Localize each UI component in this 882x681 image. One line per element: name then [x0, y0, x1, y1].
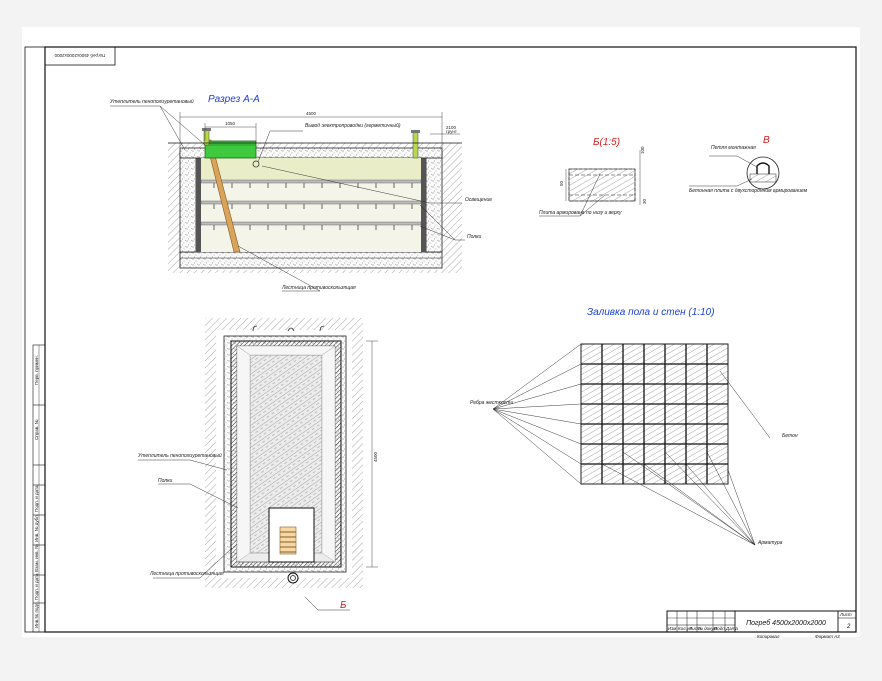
left-wall-insulation: [179, 151, 197, 253]
side-strip-7: Перв. примен.: [34, 355, 39, 385]
shelves-section: [200, 179, 422, 230]
side-strip-3: Взам. инв. №: [34, 544, 39, 572]
top-stamp-text: Погреб 4500х2000х2000: [54, 53, 105, 58]
hatch-cover: [204, 140, 257, 159]
tb-col-1: Изм.: [668, 626, 678, 631]
side-strip-5: Подп. и дата: [34, 485, 39, 512]
plan-insulation-label: Утеплитель пенополиуретановый: [138, 452, 222, 459]
shelves-label: Полки: [467, 234, 481, 240]
tb-format: Формат А3: [815, 634, 840, 639]
plan-ladder: [279, 526, 297, 555]
detail-b-dim1: 100: [640, 146, 645, 154]
vent-pipe-right: [412, 131, 419, 159]
lifting-loop-icon: [756, 162, 770, 174]
side-strip-1: Инв.№ подл.: [34, 601, 39, 628]
plan-dim: 4500: [373, 451, 378, 462]
section-aa-title: Разрез А-А: [208, 94, 260, 105]
side-strip: Инв.№ подл. Подп. и дата Взам. инв. № Ин…: [32, 344, 46, 633]
detail-b-slab: [568, 168, 636, 202]
side-strip-6: Справ. №: [34, 419, 39, 440]
rebar-label: Арматура: [757, 540, 783, 546]
side-strip-2: Подп. и дата: [34, 573, 39, 600]
plan-marker: Б: [340, 600, 347, 611]
dim-right: 2100: [446, 125, 457, 130]
plan-vent-circle: [287, 572, 299, 584]
detail-v-circle: [746, 156, 780, 190]
title-block: Изм. Кол.уч Лист № докум. Подп. Дата Пог…: [666, 610, 857, 639]
tb-copied: Копировал: [757, 634, 780, 639]
plan-shelves-label: Полки: [158, 478, 172, 484]
slab-label: Бетонная плита с двухсторонним армирован…: [689, 188, 808, 194]
plan-ladder-label: Лестница противоскользящая: [149, 571, 224, 577]
detail-b: Б(1:5) 100 50 30 Плита армирована по низ…: [539, 137, 647, 217]
wiring-label: Вывод электропроводки (герметичный): [305, 122, 401, 129]
side-strip-4: Инв. № дубл.: [34, 514, 39, 542]
right-concrete-wall: [421, 152, 426, 252]
grid-lines: [581, 344, 728, 484]
rib-leaders: [492, 343, 582, 485]
tb-title: Погреб 4500х2000х2000: [746, 619, 826, 627]
detail-b-dim2: 50: [559, 180, 564, 186]
tb-col-2: Кол.уч: [678, 626, 692, 631]
ribs-label: Ребра жесткости: [470, 400, 513, 406]
floor-pour: Заливка пола и стен (1:10) Ребра жесткос…: [470, 307, 798, 546]
tb-sheet-header: Лист: [839, 612, 852, 617]
detail-v-title: В: [763, 135, 770, 146]
section-aa: Разрез А-А: [110, 94, 492, 292]
dim-hatch: 1050: [225, 121, 236, 126]
light-fixture: [252, 160, 260, 168]
loop-label: Петля монтажная: [711, 145, 756, 151]
concrete-label: Бетон: [782, 433, 798, 439]
ladder-section: [205, 139, 241, 253]
rebar-leaders: [601, 370, 771, 546]
lighting-label: Освещение: [465, 197, 492, 203]
tb-sheet-number: 2: [846, 624, 851, 630]
ground-note: грунт: [446, 129, 457, 134]
tb-col-3: Лист: [688, 626, 701, 631]
tb-col-4: № докум.: [698, 626, 718, 631]
plan-top-hooks: [252, 325, 325, 332]
detail-b-title: Б(1:5): [593, 137, 620, 148]
dim-top: 4500: [306, 111, 317, 116]
left-concrete-wall: [196, 152, 201, 252]
insulation-label: Утеплитель пенополиуретановый: [110, 98, 194, 105]
ladder-label: Лестница противоскользящая: [281, 285, 356, 291]
floor-grid: [580, 343, 729, 485]
section-dims: [179, 112, 460, 148]
detail-b-dim3: 30: [642, 198, 647, 204]
top-stamp: Погреб 4500х2000х2000: [44, 46, 116, 66]
tb-col-5: Подп.: [714, 626, 726, 631]
detail-b-note: Плита армирована по низу и верху: [539, 210, 622, 216]
tb-col-6: Дата: [725, 626, 738, 631]
plan-view: 4500 Утеплитель пенополиуретановый Полки…: [138, 318, 378, 611]
bottom-slab: [179, 251, 443, 269]
floor-title: Заливка пола и стен (1:10): [587, 307, 715, 318]
sheet-frame-inner: [44, 46, 857, 633]
right-wall-insulation: [425, 151, 443, 253]
sheet-paper: [22, 27, 860, 637]
detail-v: В Петля монтажная Бетонная плита с двухс…: [689, 135, 808, 194]
